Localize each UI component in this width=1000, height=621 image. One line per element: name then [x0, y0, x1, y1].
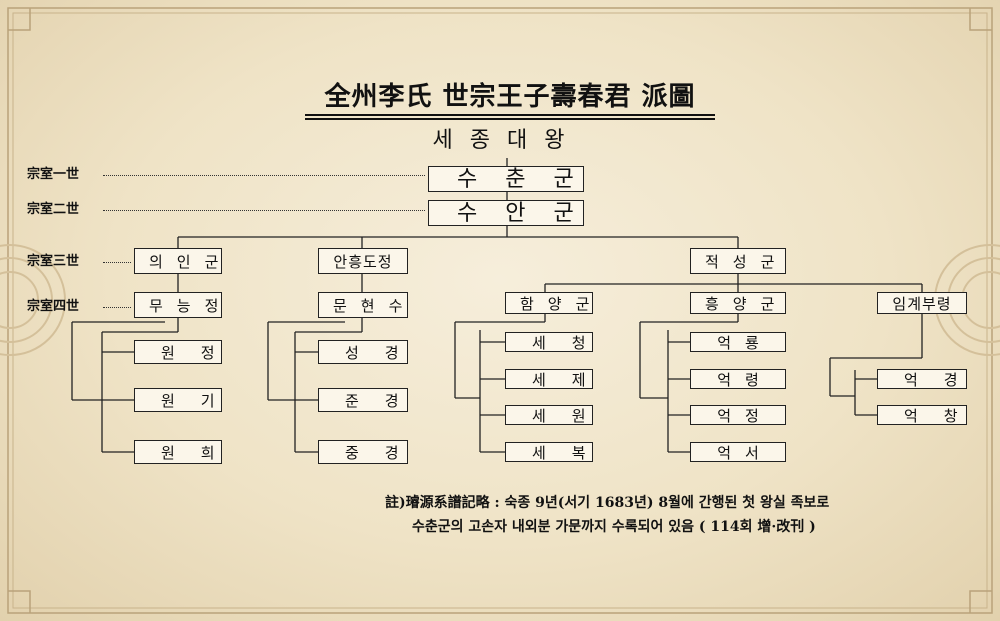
gen-label-1: 宗室一世 — [27, 167, 80, 182]
node-hamyang-gun: 함양군 — [505, 292, 593, 314]
node-se-cheong: 세청 — [505, 332, 593, 352]
page-title: 全州李氏 世宗王子壽春君 派圖 — [324, 82, 696, 112]
node-won-hui: 원희 — [134, 440, 222, 464]
node-won-jeong: 원정 — [134, 340, 222, 364]
footnote-line-1: 註)璿源系譜記略 : 숙종 9년(서기 1683년) 8월에 간행된 첫 왕실 … — [385, 495, 830, 511]
node-uiin-gun: 의인군 — [134, 248, 222, 274]
node-suchun-gun: 수춘군 — [428, 166, 584, 192]
node-se-bok: 세복 — [505, 442, 593, 462]
gen-label-2: 宗室二世 — [27, 202, 80, 217]
node-eok-jeong: 억정 — [690, 405, 786, 425]
node-anheung-dojeong: 안흥도정 — [318, 248, 408, 274]
node-jung-gyeong: 중경 — [318, 440, 408, 464]
node-heungyang-gun: 흥양군 — [690, 292, 786, 314]
gen-label-4: 宗室四世 — [27, 299, 80, 314]
node-imgye-buryeong: 임계부령 — [877, 292, 967, 314]
gen-leader-4 — [103, 307, 131, 308]
node-eok-ryong: 억룡 — [690, 332, 786, 352]
title-underline-second — [305, 118, 715, 120]
gen-leader-1 — [103, 175, 425, 176]
title-underline — [305, 114, 715, 116]
node-jun-gyeong: 준경 — [318, 388, 408, 412]
node-se-je: 세제 — [505, 369, 593, 389]
node-munhyeon-su: 문현수 — [318, 292, 408, 318]
footnote-line-2: 수춘군의 고손자 내외분 가문까지 수록되어 있음 ( 114회 增·改刊 ) — [412, 519, 816, 535]
node-jeokseong-gun: 적성군 — [690, 248, 786, 274]
node-se-won: 세원 — [505, 405, 593, 425]
node-seong-gyeong: 성경 — [318, 340, 408, 364]
left-medallion — [0, 244, 66, 356]
node-eok-seo: 억서 — [690, 442, 786, 462]
node-eok-chang: 억창 — [877, 405, 967, 425]
gen-leader-2 — [103, 210, 425, 211]
node-muneung-jeong: 무능정 — [134, 292, 222, 318]
node-suan-gun: 수안군 — [428, 200, 584, 226]
node-eok-ryeong: 억령 — [690, 369, 786, 389]
gen-leader-3 — [103, 262, 131, 263]
node-won-gi: 원기 — [134, 388, 222, 412]
node-eok-gyeong: 억경 — [877, 369, 967, 389]
root-ancestor: 세종대왕 — [432, 128, 582, 153]
gen-label-3: 宗室三世 — [27, 254, 80, 269]
